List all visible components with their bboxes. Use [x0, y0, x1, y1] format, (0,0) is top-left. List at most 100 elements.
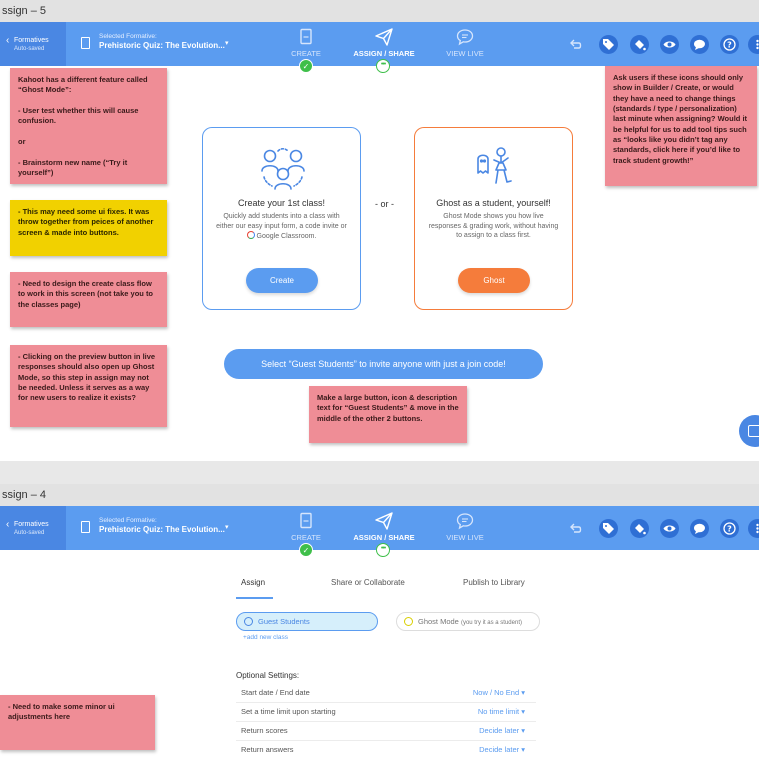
back-chevron-icon: ‹ — [6, 35, 10, 46]
document-icon — [81, 521, 90, 533]
step-view-live-label: VIEW LIVE — [446, 533, 484, 542]
back-chevron-icon: ‹ — [6, 519, 10, 530]
setting-label: Return answers — [241, 745, 294, 754]
paint-bucket-icon[interactable] — [630, 519, 649, 538]
home-title: Formatives — [14, 37, 49, 44]
step-create-label: CREATE — [291, 49, 321, 58]
create-card-description: Quickly add students into a class with e… — [215, 212, 348, 242]
step-assign-share-label: ASSIGN / SHARE — [353, 533, 415, 542]
tab-share-or-collaborate[interactable]: Share or Collaborate — [331, 578, 405, 587]
students-group-icon — [261, 147, 305, 190]
ghost-mode-sublabel: (you try it as a student) — [460, 620, 522, 626]
step-assign-share[interactable]: ASSIGN / SHARE — [348, 506, 420, 550]
ghost-mode-label: Ghost Mode — [418, 617, 459, 626]
selected-formative-label: Selected Formative: — [99, 33, 157, 40]
ghost-card-description: Ghost Mode shows you how live responses … — [428, 213, 559, 240]
create-card-title: Create your 1st class! — [237, 198, 326, 208]
sticky-note-icon-tooltips: Ask users if these icons should only sho… — [605, 66, 757, 186]
autosave-status: Auto-saved — [14, 530, 45, 536]
help-icon[interactable]: ? — [720, 35, 739, 54]
selected-formative-title: Prehistoric Quiz: The Evolution... — [99, 41, 225, 50]
step-create-label: CREATE — [291, 533, 321, 542]
ghost-mode-card: Ghost as a student, yourself! Ghost Mode… — [414, 127, 573, 310]
ghost-button[interactable]: Ghost — [458, 268, 530, 293]
support-chat-icon[interactable] — [739, 415, 759, 447]
step-view-live[interactable]: VIEW LIVE — [440, 22, 490, 66]
step-view-live-label: VIEW LIVE — [446, 49, 484, 58]
setting-label: Set a time limit upon starting — [241, 707, 336, 716]
step-view-live[interactable]: VIEW LIVE — [440, 506, 490, 550]
eye-icon[interactable] — [660, 519, 679, 538]
guest-students-button[interactable]: Select “Guest Students” to invite anyone… — [224, 349, 543, 379]
create-complete-check-icon: ✓ — [299, 543, 313, 557]
top-nav-bar: ‹ Formatives Auto-saved Selected Formati… — [0, 22, 759, 66]
top-nav-bar: ‹ Formatives Auto-saved Selected Formati… — [0, 506, 759, 550]
add-new-class-link[interactable]: +add new class — [243, 634, 288, 641]
tag-icon[interactable] — [599, 519, 618, 538]
paint-bucket-icon[interactable] — [630, 35, 649, 54]
paper-plane-icon — [375, 28, 393, 46]
setting-dropdown[interactable]: Decide later — [479, 726, 525, 735]
selected-formative-label: Selected Formative: — [99, 517, 157, 524]
autosave-status: Auto-saved — [14, 46, 45, 52]
create-icon — [300, 512, 312, 529]
setting-dropdown[interactable]: No time limit — [478, 707, 525, 716]
tag-icon[interactable] — [599, 35, 618, 54]
frame-label: ssign – 4 — [0, 484, 759, 506]
radio-circle-icon — [404, 617, 413, 626]
home-title: Formatives — [14, 521, 49, 528]
step-create[interactable]: CREATE — [282, 506, 330, 550]
speech-bubble-icon — [456, 29, 474, 46]
chat-icon[interactable] — [690, 519, 709, 538]
selected-formative-title: Prehistoric Quiz: The Evolution... — [99, 525, 225, 534]
frame-label: ssign – 5 — [0, 0, 759, 22]
ghost-mode-option[interactable]: Ghost Mode (you try it as a student) — [396, 612, 540, 631]
step-assign-share-label: ASSIGN / SHARE — [353, 49, 415, 58]
svg-text:?: ? — [727, 525, 732, 534]
svg-text:?: ? — [727, 41, 732, 50]
setting-row-time-limit: Set a time limit upon starting No time l… — [236, 703, 536, 722]
setting-dropdown[interactable]: Decide later — [479, 745, 525, 754]
sticky-note-guest-students: Make a large button, icon & description … — [309, 386, 467, 443]
help-icon[interactable]: ? — [720, 519, 739, 538]
assign-frame-4: ‹ Formatives Auto-saved Selected Formati… — [0, 506, 759, 759]
assign-frame-5: ‹ Formatives Auto-saved Selected Formati… — [0, 22, 759, 461]
step-assign-share[interactable]: ASSIGN / SHARE — [348, 22, 420, 66]
sticky-note-preview-button: - Clicking on the preview button in live… — [10, 345, 167, 427]
ghost-card-title: Ghost as a student, yourself! — [436, 198, 551, 208]
guest-students-label: Guest Students — [258, 617, 310, 626]
eye-icon[interactable] — [660, 35, 679, 54]
active-tab-indicator — [236, 597, 273, 599]
setting-dropdown[interactable]: Now / No End — [473, 688, 525, 697]
assign-in-progress-icon: ••• — [376, 59, 390, 73]
google-classroom-text: Google Classroom. — [256, 233, 317, 241]
optional-settings-title: Optional Settings: — [236, 671, 300, 680]
guest-students-option[interactable]: Guest Students — [236, 612, 378, 631]
chevron-down-icon: ▾ — [225, 40, 229, 47]
chat-icon[interactable] — [690, 35, 709, 54]
create-button[interactable]: Create — [246, 268, 318, 293]
more-icon[interactable] — [748, 519, 759, 538]
sticky-note-ui-fixes: - This may need some ui fixes. It was th… — [10, 200, 167, 256]
setting-row-return-scores: Return scores Decide later — [236, 722, 536, 741]
tab-publish-to-library[interactable]: Publish to Library — [463, 578, 525, 587]
sticky-note-ghost-mode: Kahoot has a different feature called “G… — [10, 68, 167, 184]
formatives-home-button[interactable]: ‹ Formatives Auto-saved — [0, 22, 66, 66]
create-complete-check-icon: ✓ — [299, 59, 313, 73]
tab-assign[interactable]: Assign — [241, 578, 266, 587]
formatives-home-button[interactable]: ‹ Formatives Auto-saved — [0, 506, 66, 550]
setting-label: Start date / End date — [241, 688, 310, 697]
speech-bubble-icon — [456, 513, 474, 530]
undo-icon[interactable] — [566, 35, 585, 54]
google-g-icon — [246, 231, 255, 240]
create-class-card: Create your 1st class! Quickly add stude… — [202, 127, 361, 310]
assign-in-progress-icon: ••• — [376, 543, 390, 557]
undo-icon[interactable] — [566, 519, 585, 538]
more-icon[interactable] — [748, 35, 759, 54]
setting-row-return-answers: Return answers Decide later — [236, 741, 536, 759]
setting-row-dates: Start date / End date Now / No End — [236, 684, 536, 703]
step-create[interactable]: CREATE — [282, 22, 330, 66]
paper-plane-icon — [375, 512, 393, 530]
chevron-down-icon: ▾ — [225, 524, 229, 531]
sticky-note-create-class-flow: - Need to design the create class flow t… — [10, 272, 167, 327]
